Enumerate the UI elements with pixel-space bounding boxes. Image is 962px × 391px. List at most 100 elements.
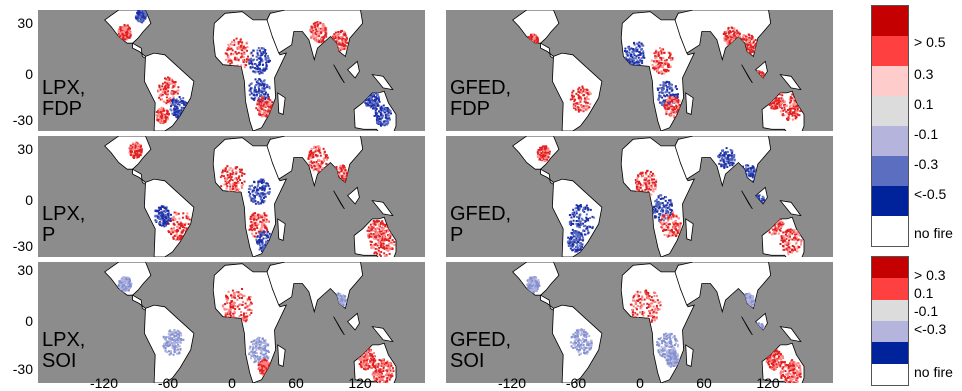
fire-pixel — [770, 102, 773, 105]
fire-pixel — [243, 58, 246, 61]
fire-pixel — [182, 212, 185, 215]
fire-pixel — [314, 24, 317, 27]
fire-pixel — [258, 239, 261, 241]
fire-pixel — [172, 215, 175, 218]
fire-pixel — [242, 45, 245, 48]
fire-pixel — [259, 230, 262, 233]
fire-pixel — [653, 181, 656, 184]
fire-pixel — [265, 221, 268, 223]
fire-pixel — [665, 84, 668, 87]
fire-pixel — [654, 207, 657, 210]
fire-pixel — [655, 209, 658, 212]
fire-pixel — [240, 174, 243, 177]
fire-pixel — [386, 225, 389, 228]
fire-pixel — [756, 80, 759, 83]
fire-pixel — [259, 198, 262, 201]
fire-pixel — [258, 232, 261, 235]
fire-pixel — [263, 103, 265, 106]
land-mass — [512, 10, 560, 44]
fire-pixel — [773, 90, 776, 93]
fire-pixel — [335, 44, 338, 47]
fire-pixel — [568, 241, 571, 244]
fire-pixel — [251, 66, 254, 69]
fire-pixel — [779, 100, 782, 103]
fire-pixel — [676, 96, 679, 99]
fire-pixel — [540, 148, 543, 151]
fire-pixel — [537, 152, 540, 155]
fire-pixel — [313, 164, 316, 167]
fire-pixel — [582, 229, 585, 232]
fire-pixel — [336, 176, 338, 179]
fire-pixel — [387, 250, 390, 252]
fire-pixel — [660, 65, 663, 68]
fire-pixel — [170, 213, 172, 216]
fire-pixel — [582, 90, 585, 93]
fire-pixel — [380, 246, 382, 248]
fire-pixel — [383, 239, 386, 242]
fire-pixel — [531, 42, 534, 44]
fire-pixel — [370, 97, 373, 100]
fire-pixel — [545, 152, 548, 155]
fire-pixel — [660, 222, 663, 224]
fire-pixel — [730, 41, 733, 44]
fire-pixel — [795, 115, 798, 118]
fire-pixel — [672, 223, 675, 226]
fire-pixel — [385, 119, 388, 122]
fire-pixel — [386, 107, 389, 109]
fire-pixel — [388, 239, 391, 242]
fire-pixel — [662, 88, 665, 91]
fire-pixel — [122, 34, 125, 37]
fire-pixel — [226, 170, 229, 173]
fire-pixel — [157, 90, 160, 92]
fire-pixel — [368, 230, 371, 233]
fire-pixel — [653, 68, 656, 71]
fire-pixel — [263, 85, 265, 88]
fire-pixel — [574, 235, 577, 238]
fire-pixel — [346, 41, 349, 44]
fire-pixel — [527, 36, 530, 39]
fire-pixel — [587, 217, 589, 220]
fire-pixel — [129, 27, 131, 30]
fire-pixel — [797, 246, 800, 249]
fire-pixel — [730, 155, 733, 158]
fire-pixel — [159, 98, 162, 101]
fire-pixel — [539, 158, 542, 161]
fire-pixel — [670, 208, 673, 211]
fire-pixel — [741, 177, 744, 180]
fire-pixel — [548, 150, 551, 153]
fire-pixel — [742, 45, 745, 48]
fire-pixel — [318, 32, 321, 35]
fire-pixel — [743, 178, 745, 181]
fire-pixel — [754, 200, 757, 203]
fire-pixel — [340, 170, 343, 173]
fire-pixel — [588, 91, 591, 94]
fire-pixel — [657, 195, 660, 198]
fire-pixel — [669, 200, 672, 203]
fire-pixel — [341, 29, 344, 32]
fire-pixel — [320, 41, 323, 44]
fire-pixel — [642, 52, 645, 55]
fire-pixel — [544, 151, 547, 154]
fire-pixel — [527, 38, 530, 41]
fire-pixel — [258, 186, 261, 189]
fire-pixel — [738, 175, 741, 178]
fire-pixel — [764, 78, 766, 80]
fire-pixel — [746, 36, 749, 39]
fire-pixel — [341, 177, 344, 180]
fire-pixel — [230, 61, 233, 64]
fire-pixel — [385, 244, 388, 247]
fire-pixel — [659, 198, 662, 200]
fire-pixel — [675, 222, 678, 225]
fire-pixel — [126, 38, 129, 41]
fire-pixel — [166, 217, 169, 220]
fire-pixel — [665, 224, 668, 227]
fire-pixel — [233, 181, 236, 184]
fire-pixel — [580, 205, 583, 208]
fire-pixel — [271, 101, 274, 104]
fire-pixel — [265, 214, 268, 217]
fire-pixel — [333, 172, 336, 175]
fire-pixel — [584, 91, 587, 94]
fire-pixel — [577, 246, 579, 249]
fire-pixel — [164, 87, 167, 90]
fire-pixel — [364, 96, 367, 99]
